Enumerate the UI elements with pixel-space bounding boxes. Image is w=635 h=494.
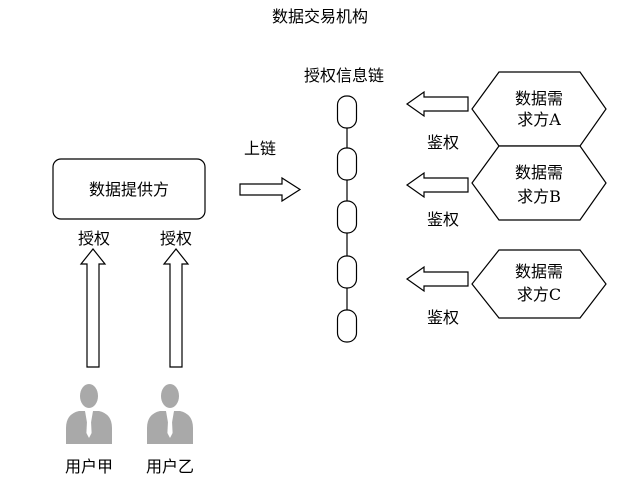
demander-b-verify-arrow: [405, 171, 469, 199]
demander-a: 数据需 求方A: [471, 71, 607, 147]
demander-a-line1: 数据需: [515, 89, 563, 108]
demander-c-line1: 数据需: [515, 262, 563, 281]
demander-c: 数据需 求方C: [471, 249, 607, 319]
demander-b-line2: 求方B: [517, 187, 561, 206]
chain-link: [336, 255, 358, 289]
user-a-authorize-arrow: [79, 248, 107, 368]
demander-c-line2: 求方C: [517, 285, 561, 304]
upload-chain-label: 上链: [244, 139, 276, 158]
demander-a-hexagon: [471, 71, 607, 147]
demander-c-verify-arrow: [405, 265, 469, 293]
demander-c-verify-label: 鉴权: [427, 308, 459, 327]
demander-a-line2: 求方A: [517, 110, 561, 129]
demander-c-hexagon: [471, 249, 607, 319]
user-b-authorize-arrow: [162, 248, 190, 368]
chain-link: [336, 95, 358, 129]
demander-b-hexagon: [471, 145, 607, 221]
chain-link: [336, 147, 358, 181]
demander-b: 数据需 求方B: [471, 145, 607, 221]
data-provider-box: 数据提供方: [52, 158, 206, 220]
chain-label: 授权信息链: [304, 66, 384, 85]
authorization-chain: [336, 95, 358, 343]
diagram-title: 数据交易机构: [272, 7, 368, 26]
user-b-name: 用户乙: [146, 457, 194, 476]
demander-b-verify-label: 鉴权: [427, 210, 459, 229]
user-a-name: 用户甲: [65, 457, 113, 476]
user-b-icon: [147, 384, 193, 444]
chain-link: [336, 200, 358, 234]
demander-b-line1: 数据需: [515, 163, 563, 182]
user-b-authorize-label: 授权: [160, 229, 192, 248]
upload-arrow: [239, 176, 302, 203]
user-a-authorize-label: 授权: [78, 229, 110, 248]
demander-a-verify-label: 鉴权: [427, 133, 459, 152]
chain-link: [336, 309, 358, 343]
data-provider-label: 数据提供方: [89, 180, 169, 199]
demander-a-verify-arrow: [405, 90, 469, 118]
user-a-icon: [66, 384, 112, 444]
